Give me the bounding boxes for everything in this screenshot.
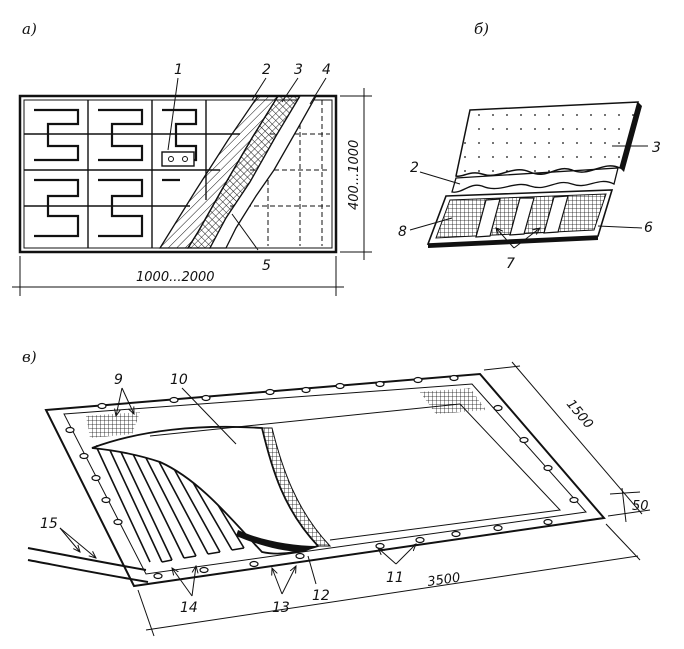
terminal-block (161, 151, 195, 167)
cable-15-a (27, 547, 147, 571)
panel-label-b: б) (474, 20, 489, 38)
callout-b-7: 7 (506, 256, 515, 272)
mat-outer (44, 372, 606, 588)
callout-leaders-b (409, 145, 648, 249)
callout-c-12: 12 (312, 588, 330, 604)
cable-15-b (27, 559, 149, 583)
panel-a: а) (12, 20, 372, 296)
mesh-corner-9 (86, 412, 140, 438)
callout-c-13: 13 (272, 600, 290, 616)
panel-label-c: в) (22, 348, 37, 366)
base-edge (428, 236, 598, 248)
callout-4: 4 (322, 62, 331, 78)
heating-wire (34, 108, 198, 238)
heater-panel-frame (18, 94, 338, 254)
callout-c-14: 14 (180, 600, 198, 616)
callout-b-2: 2 (410, 160, 419, 176)
callout-3: 3 (294, 62, 303, 78)
layer-2-wavy (451, 167, 619, 193)
callout-2: 2 (262, 62, 271, 78)
callout-c-10: 10 (170, 372, 188, 388)
top-layer-3 (455, 101, 639, 178)
callout-b-6: 6 (644, 220, 653, 236)
callout-c-11: 11 (386, 570, 404, 586)
dimension-lines-c (137, 361, 651, 637)
dim-width-a: 1000...2000 (136, 270, 215, 285)
panel-label-a: а) (22, 20, 37, 38)
dim-height-a: 400...1000 (347, 140, 362, 210)
dim-margin-c: 50 (632, 499, 649, 514)
layer-4-band (208, 95, 318, 249)
panel-b: б) 2 3 6 7 8 (398, 20, 661, 272)
mesh-corner-top-right (420, 388, 486, 414)
eyelets-11 (65, 374, 579, 580)
top-layer-edge (620, 102, 642, 172)
dim-length-c: 3500 (426, 571, 461, 590)
terminal-icon (182, 156, 188, 162)
dimension-lines-a (12, 88, 372, 296)
peeled-edge-12 (261, 427, 332, 547)
callout-leaders-c (59, 387, 416, 597)
callout-1: 1 (174, 62, 183, 78)
strips-7 (475, 195, 569, 238)
panel-c: в) (22, 348, 651, 637)
wire-bundle (236, 530, 318, 552)
callout-leaders-a (167, 77, 327, 251)
inner-surface (149, 403, 562, 541)
terminal-icon (168, 156, 174, 162)
callout-b-3: 3 (652, 140, 661, 156)
callout-c-9: 9 (114, 372, 123, 388)
callout-5: 5 (262, 258, 271, 274)
callout-b-8: 8 (398, 224, 407, 240)
callout-c-15: 15 (40, 516, 58, 532)
